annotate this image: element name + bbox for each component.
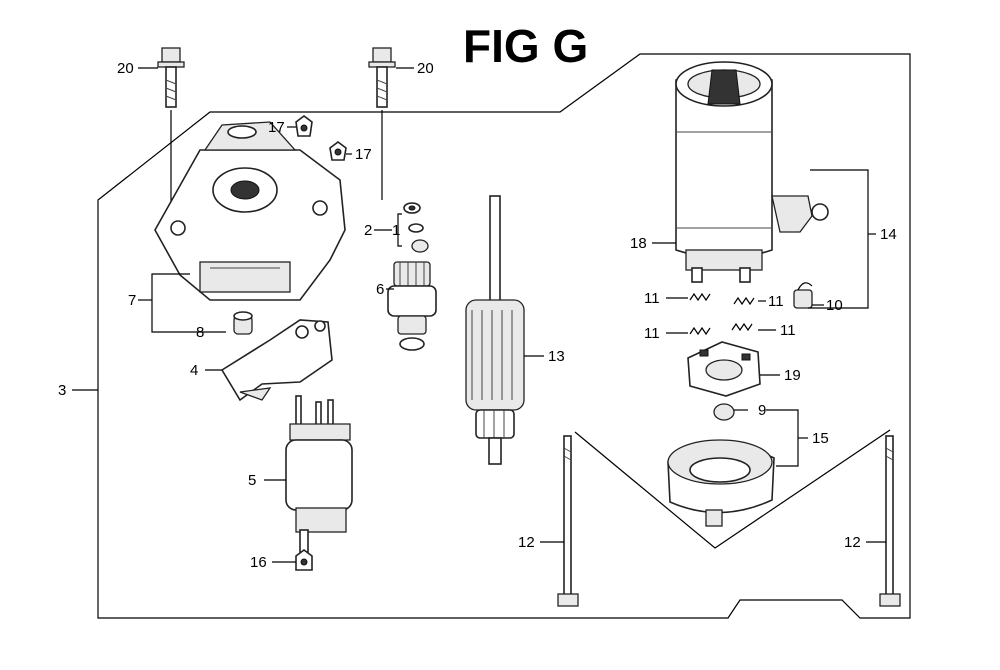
callout-10: 10 (826, 297, 843, 314)
callout-4: 4 (190, 362, 198, 379)
cap-8 (233, 311, 253, 335)
callout-9: 9 (758, 402, 766, 419)
bolt-20-middle (368, 47, 396, 108)
callout-3: 3 (58, 382, 66, 399)
callout-1: 1 (392, 222, 400, 239)
callout-17-b: 17 (355, 146, 372, 163)
bolt-20-left (157, 47, 185, 108)
front-housing-7 (154, 121, 346, 301)
nut-16 (295, 549, 313, 571)
rear-cover-15 (667, 439, 775, 527)
bushing-9 (713, 403, 735, 421)
callout-20-left: 20 (117, 60, 134, 77)
callout-6: 6 (376, 281, 384, 298)
through-bolt-12-left (557, 435, 579, 607)
callout-5: 5 (248, 472, 256, 489)
yoke-18 (675, 61, 829, 283)
spring-11-c (689, 326, 711, 336)
pinion-gear-6 (387, 261, 437, 351)
callout-14: 14 (880, 226, 897, 243)
assembly-inner-boundary (574, 429, 891, 549)
brush-holder-19 (687, 341, 761, 397)
armature-13 (465, 195, 525, 465)
spring-11-a (689, 292, 711, 302)
callout-11-d: 11 (780, 322, 796, 339)
callout-12-right: 12 (844, 534, 861, 551)
spring-11-b (733, 296, 755, 306)
callout-20-middle: 20 (417, 60, 434, 77)
figure-title: FIG G (463, 20, 588, 72)
through-bolt-12-right (879, 435, 901, 607)
callout-19: 19 (784, 367, 801, 384)
brush-10 (793, 282, 813, 309)
callout-18: 18 (630, 235, 647, 252)
callout-11-a: 11 (644, 290, 660, 307)
callout-17-a: 17 (268, 119, 285, 136)
callout-15: 15 (812, 430, 829, 447)
callout-12-left: 12 (518, 534, 535, 551)
callout-16: 16 (250, 554, 267, 571)
washer-1-2-stack (403, 202, 429, 253)
spring-11-d (731, 322, 753, 332)
solenoid-5 (285, 395, 353, 553)
callout-11-b: 11 (768, 293, 784, 310)
callout-2: 2 (364, 222, 372, 239)
callout-7: 7 (128, 292, 136, 309)
callout-11-c: 11 (644, 325, 660, 342)
callout-8: 8 (196, 324, 204, 341)
nut-17-a (295, 115, 313, 137)
assembly-boundary (97, 53, 911, 619)
leader-lines (72, 67, 886, 563)
nut-17-b (329, 141, 347, 161)
callout-13: 13 (548, 348, 565, 365)
shift-lever-4 (220, 319, 333, 402)
